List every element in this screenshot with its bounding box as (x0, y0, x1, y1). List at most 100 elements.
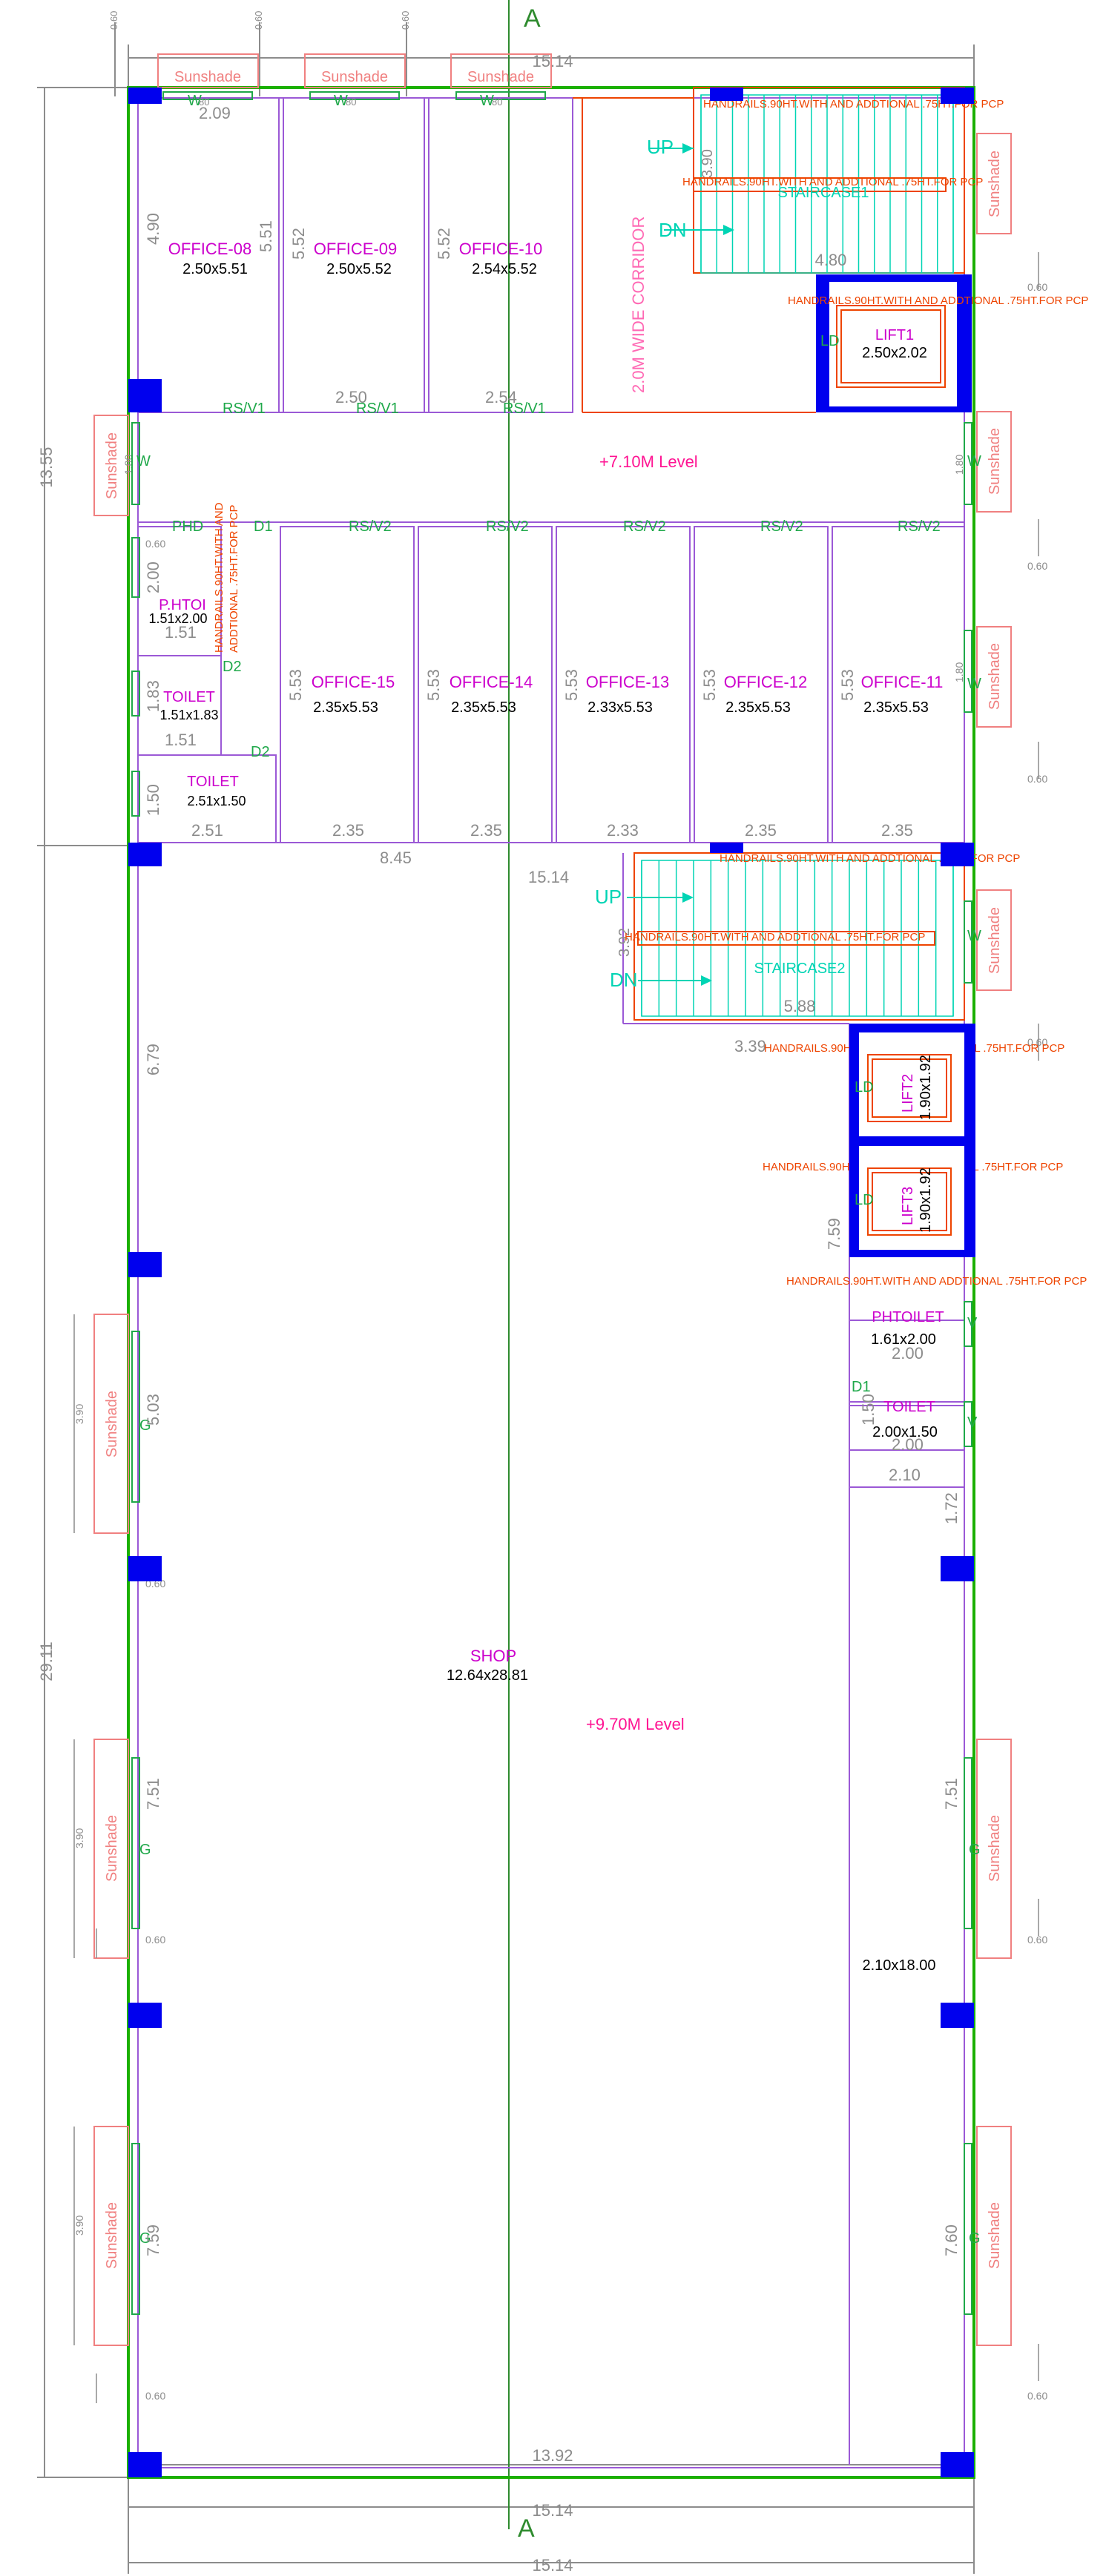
dim: 15.14 (528, 868, 569, 886)
handrail-note-8: HANDRAILS.90HT.WITH AND ADDTIONAL .75HT.… (786, 1275, 1087, 1288)
dim: 2.35 (470, 821, 502, 840)
office-10-size: 2.54x5.52 (472, 261, 537, 277)
office-13-name: OFFICE-13 (586, 673, 669, 691)
window-tag: W (136, 453, 151, 470)
lift2-name: LIFT2 (900, 1074, 916, 1113)
section-marker-bottom: A (518, 2514, 535, 2543)
dim: 2.10 (889, 1466, 921, 1484)
stair2-label: STAIRCASE2 (754, 961, 846, 977)
g-tag: G (969, 1842, 981, 1858)
office-11-size: 2.35x5.53 (863, 699, 929, 716)
strip-size: 2.10x18.00 (863, 1957, 936, 1974)
top-dim-2: 0.60 (253, 11, 264, 30)
dim: 2.35 (881, 821, 913, 840)
dim: 1.51 (165, 623, 197, 642)
sunshade-label: Sunshade (174, 69, 241, 85)
dim: 5.53 (838, 669, 857, 701)
window-tag: W (967, 453, 981, 470)
handrail-note-4: HANDRAILS.90HT.WITH AND ADDTIONAL .75HT.… (720, 852, 1020, 865)
dim-390: 3.90 (73, 2216, 85, 2236)
dim: 1.50 (859, 1394, 878, 1426)
dim: 4.90 (144, 213, 162, 245)
stair1-dim-w: 4.80 (815, 251, 847, 269)
stair1-label: STAIRCASE1 (778, 185, 869, 201)
window-tag: W (967, 928, 981, 944)
ld-tag: LD (855, 1192, 874, 1208)
dim: 5.53 (562, 669, 581, 701)
stair1-dim-v: 3.90 (700, 149, 716, 178)
window-dim: 80 (346, 96, 356, 108)
toilet-a-size: 1.51x1.83 (159, 708, 218, 722)
dim-060: 0.60 (145, 1934, 165, 1946)
dim-060: 0.60 (145, 538, 165, 550)
d1-tag: D1 (852, 1379, 871, 1395)
window-dim-tags: 80 80 80 (199, 96, 502, 108)
rs-v2-tag: RS/V2 (623, 518, 666, 535)
stair2-dim-w: 5.88 (784, 997, 816, 1015)
office-09-name: OFFICE-09 (314, 240, 397, 258)
staircase-1 (649, 87, 965, 274)
dim: 2.35 (745, 821, 777, 840)
sunshade-label: Sunshade (987, 907, 1003, 974)
window-dim: 80 (199, 96, 209, 108)
sunshade-label: Sunshade (987, 2202, 1003, 2269)
dim: 5.53 (286, 669, 305, 701)
dim: 7.51 (942, 1778, 961, 1810)
top-dim-1: 0.60 (108, 11, 119, 30)
rs-v1-tag: RS/V1 (223, 401, 266, 417)
stair2-dim-v: 3.92 (616, 928, 633, 957)
office-09-size: 2.50x5.52 (326, 261, 392, 277)
handrail-vertical-1: HANDRAILS.90HT.WITH AND (213, 502, 226, 653)
dim: 6.79 (144, 1044, 162, 1075)
dim-060: 0.60 (1027, 773, 1047, 785)
handrail-note-5: HANDRAILS.90HT.WITH AND ADDTIONAL .75HT.… (625, 931, 925, 943)
office-10-name: OFFICE-10 (459, 240, 542, 258)
left-dim-upper: 13.55 (37, 447, 56, 487)
g-tag: G (969, 2230, 981, 2247)
dim-060: 0.60 (145, 2390, 165, 2402)
lift1-name: LIFT1 (875, 327, 914, 343)
tags: W W W W W W W RS/V1 RS/V1 RS/V1 RS/V2 RS… (136, 93, 981, 2247)
shop-name: SHOP (470, 1647, 516, 1665)
stair2-up: UP (595, 886, 622, 908)
dim: 1.50 (144, 784, 162, 816)
sunshade-label: Sunshade (987, 151, 1003, 217)
dim: 2.50 (335, 388, 367, 406)
ld-tag: LD (855, 1079, 874, 1096)
handrail-note-2: HANDRAILS.90HT.WITH AND ADDTIONAL .75HT.… (682, 176, 983, 188)
g-tag: G (139, 2230, 151, 2247)
toilet-a-name: TOILET (163, 689, 215, 705)
corridor-label: 2.0M WIDE CORRIDOR (629, 217, 648, 393)
d2-tag: D2 (251, 744, 270, 760)
dim: 7.59 (144, 2224, 162, 2256)
lift1-shaft (816, 274, 972, 412)
stair1-dn: DN (659, 219, 687, 241)
stair2-dn: DN (610, 969, 638, 991)
toilet-c-name: TOILET (883, 1399, 935, 1415)
dim-060: 0.60 (1027, 560, 1047, 572)
sunshade-label: Sunshade (104, 432, 120, 499)
d1-tag: D1 (254, 518, 273, 535)
dim-390: 3.90 (73, 1404, 85, 1424)
section-axis: A A (508, 0, 541, 2543)
bottom-dim-2: 15.14 (532, 2556, 573, 2575)
office-08-name: OFFICE-08 (168, 240, 251, 258)
ld-tag: LD (820, 333, 840, 349)
window-tag: W (480, 93, 494, 109)
rs-v2-tag: RS/V2 (898, 518, 941, 535)
phtoilet-name: PHTOILET (872, 1309, 944, 1325)
lift1-size: 2.50x2.02 (862, 345, 927, 361)
handrail-note-3: HANDRAILS.90HT.WITH AND ADDTIONAL .75HT.… (788, 294, 1088, 307)
phtoi-name: P.HTOI (159, 597, 206, 613)
rs-v2-tag: RS/V2 (760, 518, 803, 535)
dim: 1.83 (144, 680, 162, 712)
sunshade-label: Sunshade (987, 643, 1003, 710)
sunshade-label: Sunshade (987, 1815, 1003, 1882)
sunshades (93, 53, 1012, 2346)
rs-v2-tag: RS/V2 (349, 518, 392, 535)
dim: 2.00 (144, 561, 162, 593)
dim-060: 0.60 (1027, 281, 1047, 293)
dim: 1.51 (165, 731, 197, 749)
dim-060: 0.60 (1027, 1036, 1047, 1048)
